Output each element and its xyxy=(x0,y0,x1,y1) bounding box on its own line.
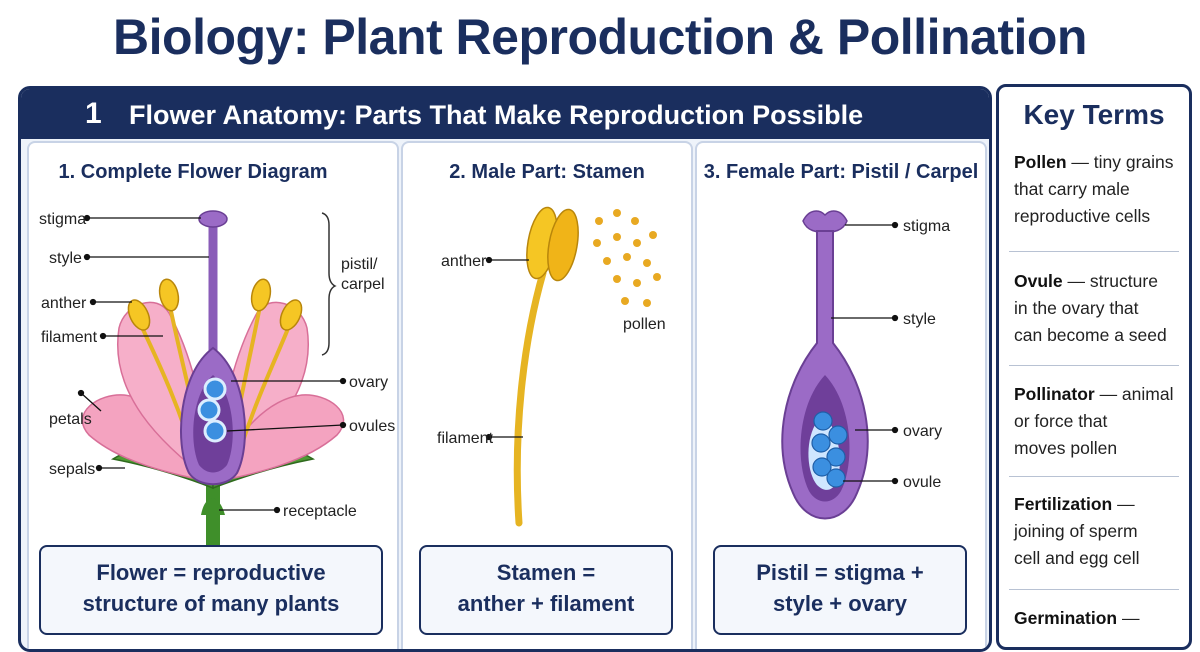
panel-title-pistil: 3. Female Part: Pistil / Carpel xyxy=(703,161,979,183)
key-terms-divider xyxy=(1009,476,1179,477)
label-pistil-line1: pistil/ xyxy=(341,256,378,273)
section-title: Flower Anatomy: Parts That Make Reproduc… xyxy=(129,100,864,130)
label-stigma: stigma xyxy=(39,211,86,228)
label-ovary: ovary xyxy=(349,374,388,391)
key-terms-divider xyxy=(1009,365,1179,366)
key-term-fertilization: Fertilization — joining of sperm cell an… xyxy=(1014,494,1140,568)
pistil-diagram: stigma style ovary ovule xyxy=(781,210,950,520)
stamen-diagram: anther pollen filament xyxy=(437,206,666,527)
pistil-brace xyxy=(321,212,337,356)
caption-pistil: Pistil = stigma + style + ovary xyxy=(713,545,967,635)
key-terms-divider xyxy=(1009,589,1179,590)
stigma-shape xyxy=(198,210,228,228)
key-term-ovule: Ovule — structure in the ovary that can … xyxy=(1014,271,1167,345)
label-style: style xyxy=(49,250,82,267)
key-term-pollinator: Pollinator — animal or force that moves … xyxy=(1014,384,1174,458)
anther-shape xyxy=(127,299,151,331)
label-pistil-stigma: stigma xyxy=(903,218,950,235)
receptacle-shape xyxy=(201,498,225,515)
stamen-panel: 2. Male Part: Stamen anther pollen filam… xyxy=(401,141,693,649)
flower-anatomy-section: 1 Flower Anatomy: Parts That Make Reprod… xyxy=(18,86,992,652)
panel-title-stamen: 2. Male Part: Stamen xyxy=(449,161,645,183)
label-sepals: sepals xyxy=(49,461,95,478)
label-stamen-filament: filament xyxy=(437,430,494,447)
pollen-grains xyxy=(593,209,661,307)
caption-complete-flower: Flower = reproductive structure of many … xyxy=(39,545,383,635)
complete-flower-diagram: stigma style anther filament petals sepa… xyxy=(39,210,395,590)
key-terms-divider xyxy=(1009,251,1179,252)
complete-flower-panel: 1. Complete Flower Diagram xyxy=(27,141,399,649)
label-ovules: ovules xyxy=(349,418,395,435)
pistil-ovules xyxy=(811,411,848,488)
key-term-pollen: Pollen — tiny grains that carry male rep… xyxy=(1014,152,1174,226)
label-petals: petals xyxy=(49,411,92,428)
label-pistil-style: style xyxy=(903,311,936,328)
page-title: Biology: Plant Reproduction & Pollinatio… xyxy=(113,9,1087,65)
label-pistil-ovule: ovule xyxy=(903,474,941,491)
label-pistil-ovary: ovary xyxy=(903,423,942,440)
label-pollen: pollen xyxy=(623,316,666,333)
label-stamen-anther: anther xyxy=(441,253,487,270)
key-terms-title: Key Terms xyxy=(1023,99,1165,130)
stamen-filament-shape xyxy=(513,269,547,527)
key-term-germination: Germination — xyxy=(1014,608,1140,628)
key-terms-panel: Key Terms Pollen — tiny grains that carr… xyxy=(996,84,1192,650)
pistil-panel: 3. Female Part: Pistil / Carpel stigma s… xyxy=(695,141,987,649)
ovule-shape xyxy=(203,377,227,401)
section-number: 1 xyxy=(85,97,102,130)
section-header: 1 Flower Anatomy: Parts That Make Reprod… xyxy=(21,89,989,139)
label-filament: filament xyxy=(41,329,98,346)
pistil-stigma-shape xyxy=(802,210,848,233)
label-receptacle: receptacle xyxy=(283,503,357,520)
label-pistil-line2: carpel xyxy=(341,276,385,293)
label-anther: anther xyxy=(41,295,87,312)
panel-title-complete-flower: 1. Complete Flower Diagram xyxy=(58,161,328,183)
caption-stamen: Stamen = anther + filament xyxy=(419,545,673,635)
